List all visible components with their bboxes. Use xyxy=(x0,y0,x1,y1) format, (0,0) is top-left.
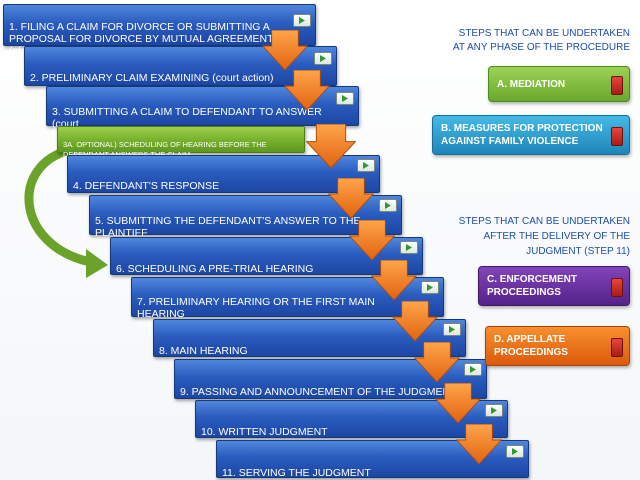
play-icon[interactable] xyxy=(314,52,332,65)
enforcement-label: C. ENFORCEMENT PROCEEDINGS xyxy=(487,274,577,298)
play-icon[interactable] xyxy=(400,241,418,254)
red-button-icon[interactable] xyxy=(611,76,623,95)
orange-down-arrow-icon xyxy=(456,424,502,464)
play-icon[interactable] xyxy=(464,363,482,376)
orange-down-arrow-icon xyxy=(328,178,374,218)
step-6-label: 6. SCHEDULING A PRE-TRIAL HEARING xyxy=(116,263,314,275)
enforcement-button[interactable]: C. ENFORCEMENT PROCEEDINGS xyxy=(478,266,630,306)
play-icon[interactable] xyxy=(379,199,397,212)
step-1[interactable]: 1. FILING A CLAIM FOR DIVORCE OR SUBMITT… xyxy=(3,4,316,57)
orange-down-arrow-icon xyxy=(349,220,395,260)
step-5-label: 5. SUBMITTING THE DEFENDANT'S ANSWER TO … xyxy=(95,215,361,239)
play-icon[interactable] xyxy=(485,404,503,417)
orange-down-arrow-icon xyxy=(392,301,438,341)
step-11-label: 11. SERVING THE JUDGMENT xyxy=(222,467,371,479)
play-icon[interactable] xyxy=(506,445,524,458)
step-8-label: 8. MAIN HEARING xyxy=(159,345,248,357)
appellate-label: D. APPELLATE PROCEEDINGS xyxy=(494,334,568,358)
any-phase-title: STEPS THAT CAN BE UNDERTAKEN AT ANY PHAS… xyxy=(452,28,630,53)
after-judgment-title: STEPS THAT CAN BE UNDERTAKEN AFTER THE D… xyxy=(458,216,630,257)
orange-down-arrow-icon xyxy=(435,383,481,423)
mediation-button[interactable]: A. MEDIATION xyxy=(488,66,630,102)
step-2[interactable]: 2. PRELIMINARY CLAIM EXAMINING (court ac… xyxy=(24,46,337,86)
step-3a-optional[interactable]: 3A. OPTIONAL) SCHEDULING OF HEARING BEFO… xyxy=(57,126,305,159)
red-button-icon[interactable] xyxy=(611,338,623,357)
red-button-icon[interactable] xyxy=(611,278,623,297)
orange-down-arrow-icon xyxy=(262,30,308,70)
orange-down-arrow-icon xyxy=(414,342,460,382)
step-3-label: 3. SUBMITTING A CLAIM TO DEFENDANT TO AN… xyxy=(52,106,322,142)
protection-label: B. MEASURES FOR PROTECTION AGAINST FAMIL… xyxy=(441,123,603,147)
orange-down-arrow-icon xyxy=(284,70,330,110)
step-4-label: 4. DEFENDANT'S RESPONSE xyxy=(73,180,220,192)
step-3a-label: 3A. OPTIONAL) SCHEDULING OF HEARING BEFO… xyxy=(63,140,267,159)
appellate-button[interactable]: D. APPELLATE PROCEEDINGS xyxy=(485,326,630,366)
step-9-label: 9. PASSING AND ANNOUNCEMENT OF THE JUDGM… xyxy=(180,386,457,398)
orange-down-arrow-icon xyxy=(306,124,356,168)
play-icon[interactable] xyxy=(293,14,311,27)
play-icon[interactable] xyxy=(443,323,461,336)
step-2-label: 2. PRELIMINARY CLAIM EXAMINING (court ac… xyxy=(30,72,274,84)
play-icon[interactable] xyxy=(421,281,439,294)
protection-button[interactable]: B. MEASURES FOR PROTECTION AGAINST FAMIL… xyxy=(432,115,630,155)
mediation-label: A. MEDIATION xyxy=(497,78,566,90)
play-icon[interactable] xyxy=(357,159,375,172)
red-button-icon[interactable] xyxy=(611,127,623,146)
orange-down-arrow-icon xyxy=(371,260,417,300)
step-10-label: 10. WRITTEN JUDGMENT xyxy=(201,426,328,438)
play-icon[interactable] xyxy=(336,92,354,105)
